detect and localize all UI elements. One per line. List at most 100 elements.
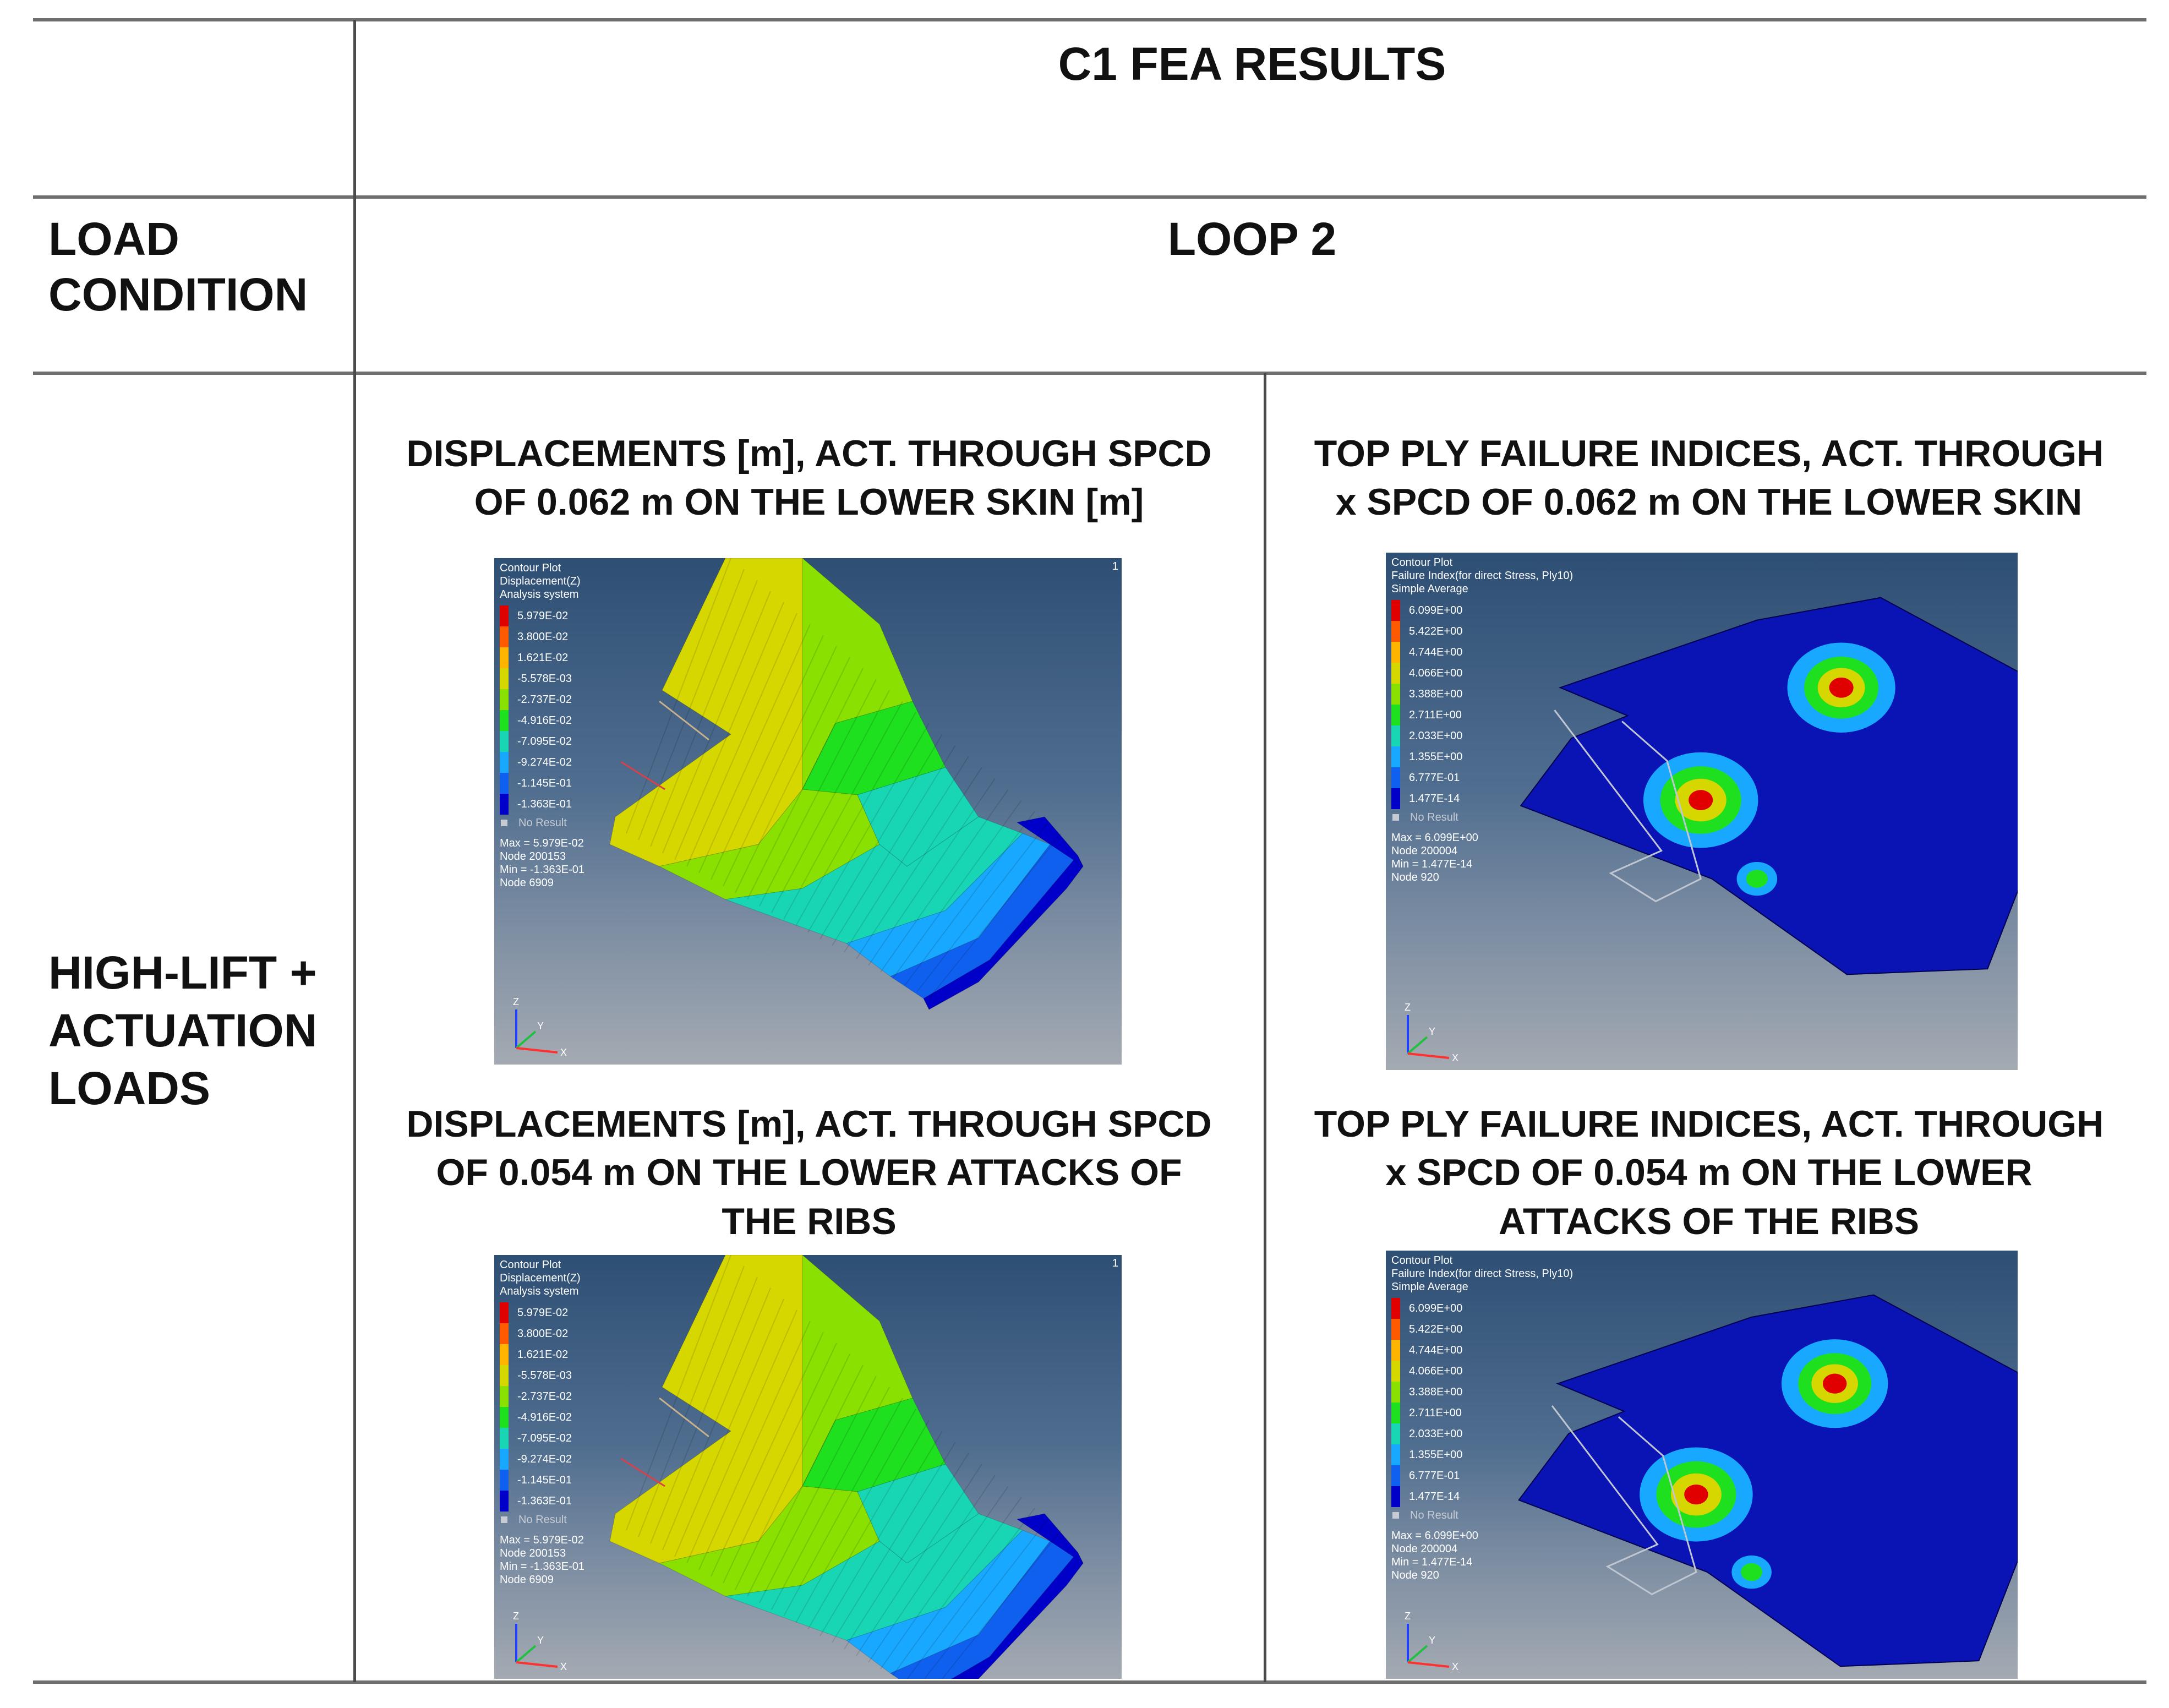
- legend-entry: 5.422E+00: [1391, 1319, 1573, 1340]
- legend-swatch: [500, 773, 509, 794]
- table-bottom-rule: [33, 1680, 2146, 1684]
- legend-value: -2.737E-02: [517, 694, 572, 706]
- legend-swatch: [500, 668, 509, 689]
- table-rule-1: [33, 195, 2146, 199]
- legend-swatch: [500, 794, 509, 815]
- legend-entry: 3.388E+00: [1391, 684, 1573, 705]
- legend-value: 3.800E-02: [517, 631, 569, 643]
- table-column-divider: [353, 20, 356, 1682]
- legend-swatch: [1391, 621, 1400, 642]
- legend-swatch: [1391, 1340, 1400, 1361]
- legend-entry: -2.737E-02: [500, 1386, 584, 1407]
- legend-value: 2.033E+00: [1409, 1428, 1463, 1440]
- legend-value: 3.388E+00: [1409, 1386, 1463, 1398]
- displacement-mesh: [609, 1255, 1084, 1679]
- legend-entry: 1.621E-02: [500, 647, 584, 668]
- legend-value: 1.621E-02: [517, 652, 569, 664]
- legend-value: 1.621E-02: [517, 1349, 569, 1361]
- loop-header: LOOP 2: [1167, 213, 1337, 265]
- legend-value: 6.099E+00: [1409, 604, 1463, 616]
- axis-label-x: X: [1452, 1052, 1458, 1063]
- legend-swatch: [500, 1344, 509, 1365]
- axis-label-z: Z: [513, 1611, 519, 1622]
- legend-entry: -9.274E-02: [500, 1449, 584, 1470]
- legend-entry: 2.033E+00: [1391, 725, 1573, 746]
- table-title: C1 FEA RESULTS: [1058, 38, 1446, 90]
- legend-value: -1.363E-01: [517, 1495, 572, 1507]
- legend-header-line: Displacement(Z): [500, 575, 581, 587]
- legend-swatch: [500, 1302, 509, 1323]
- legend-entry: -4.916E-02: [500, 710, 584, 731]
- legend-swatch: [1391, 788, 1400, 809]
- legend-value: -9.274E-02: [517, 756, 572, 768]
- legend-value: 5.979E-02: [517, 610, 569, 622]
- axis-label-x: X: [560, 1047, 567, 1058]
- legend-value: 4.744E+00: [1409, 646, 1463, 658]
- axis-label-z: Z: [513, 996, 519, 1007]
- legend-swatch: [1391, 1444, 1400, 1465]
- legend-entry: 4.744E+00: [1391, 642, 1573, 663]
- legend-no-result: No Result: [500, 1511, 584, 1528]
- legend-swatch: [1391, 767, 1400, 788]
- legend-swatch: [500, 1428, 509, 1449]
- legend-value: 4.066E+00: [1409, 667, 1463, 679]
- legend-scale: 6.099E+00 5.422E+00 4.744E+00 4.066E+00 3.38…: [1391, 1298, 1573, 1507]
- legend-value: -7.095E-02: [517, 1432, 572, 1444]
- legend-entry: 4.744E+00: [1391, 1340, 1573, 1361]
- legend-value: 6.099E+00: [1409, 1302, 1463, 1314]
- failure-mesh: [1520, 597, 2018, 975]
- legend-entry: 4.066E+00: [1391, 663, 1573, 684]
- legend-value: 5.979E-02: [517, 1307, 569, 1319]
- legend-entry: 2.033E+00: [1391, 1423, 1573, 1444]
- legend-entry: 3.800E-02: [500, 626, 584, 647]
- legend-value: 5.422E+00: [1409, 625, 1463, 637]
- legend-entry: 1.477E-14: [1391, 788, 1573, 809]
- legend-value: 2.711E+00: [1409, 1407, 1462, 1419]
- legend-entry: 4.066E+00: [1391, 1361, 1573, 1382]
- table-top-rule: [33, 18, 2146, 21]
- axis-label-x: X: [560, 1661, 567, 1672]
- legend-entry: 6.777E-01: [1391, 767, 1573, 788]
- legend-entry: -4.916E-02: [500, 1407, 584, 1428]
- legend-value: 2.033E+00: [1409, 730, 1463, 742]
- legend-value: -4.916E-02: [517, 1411, 572, 1423]
- legend-swatch: [500, 605, 509, 626]
- legend-header-line: Contour Plot: [500, 1259, 561, 1271]
- legend-value: 6.777E-01: [1409, 772, 1460, 784]
- legend-value: 1.355E+00: [1409, 751, 1463, 763]
- legend-entry: -7.095E-02: [500, 731, 584, 752]
- legend-swatch: [1391, 1486, 1400, 1507]
- legend-entry: 5.422E+00: [1391, 621, 1573, 642]
- legend-entry: 1.621E-02: [500, 1344, 584, 1365]
- legend-entry: 1.477E-14: [1391, 1486, 1573, 1507]
- legend-entry: 5.979E-02: [500, 605, 584, 626]
- legend-entry: -7.095E-02: [500, 1428, 584, 1449]
- legend-value: 4.744E+00: [1409, 1344, 1463, 1356]
- legend-swatch: [1391, 684, 1400, 705]
- legend-entry: -1.363E-01: [500, 1491, 584, 1511]
- legend-swatch: [500, 1386, 509, 1407]
- legend-value: 2.711E+00: [1409, 709, 1462, 721]
- axis-label-y: Y: [1429, 1026, 1435, 1037]
- legend-value: -2.737E-02: [517, 1390, 572, 1403]
- legend-header-line: Simple Average: [1391, 583, 1468, 595]
- legend-entry: -2.737E-02: [500, 689, 584, 710]
- legend-swatch: [500, 626, 509, 647]
- legend-value: -5.578E-03: [517, 1369, 572, 1382]
- legend-entry: 3.800E-02: [500, 1323, 584, 1344]
- legend-swatch: [500, 1470, 509, 1491]
- legend-entry: 6.777E-01: [1391, 1465, 1573, 1486]
- failure-mesh: [1518, 1294, 2018, 1667]
- legend-swatch: [1391, 1403, 1400, 1423]
- legend-swatch: [500, 647, 509, 668]
